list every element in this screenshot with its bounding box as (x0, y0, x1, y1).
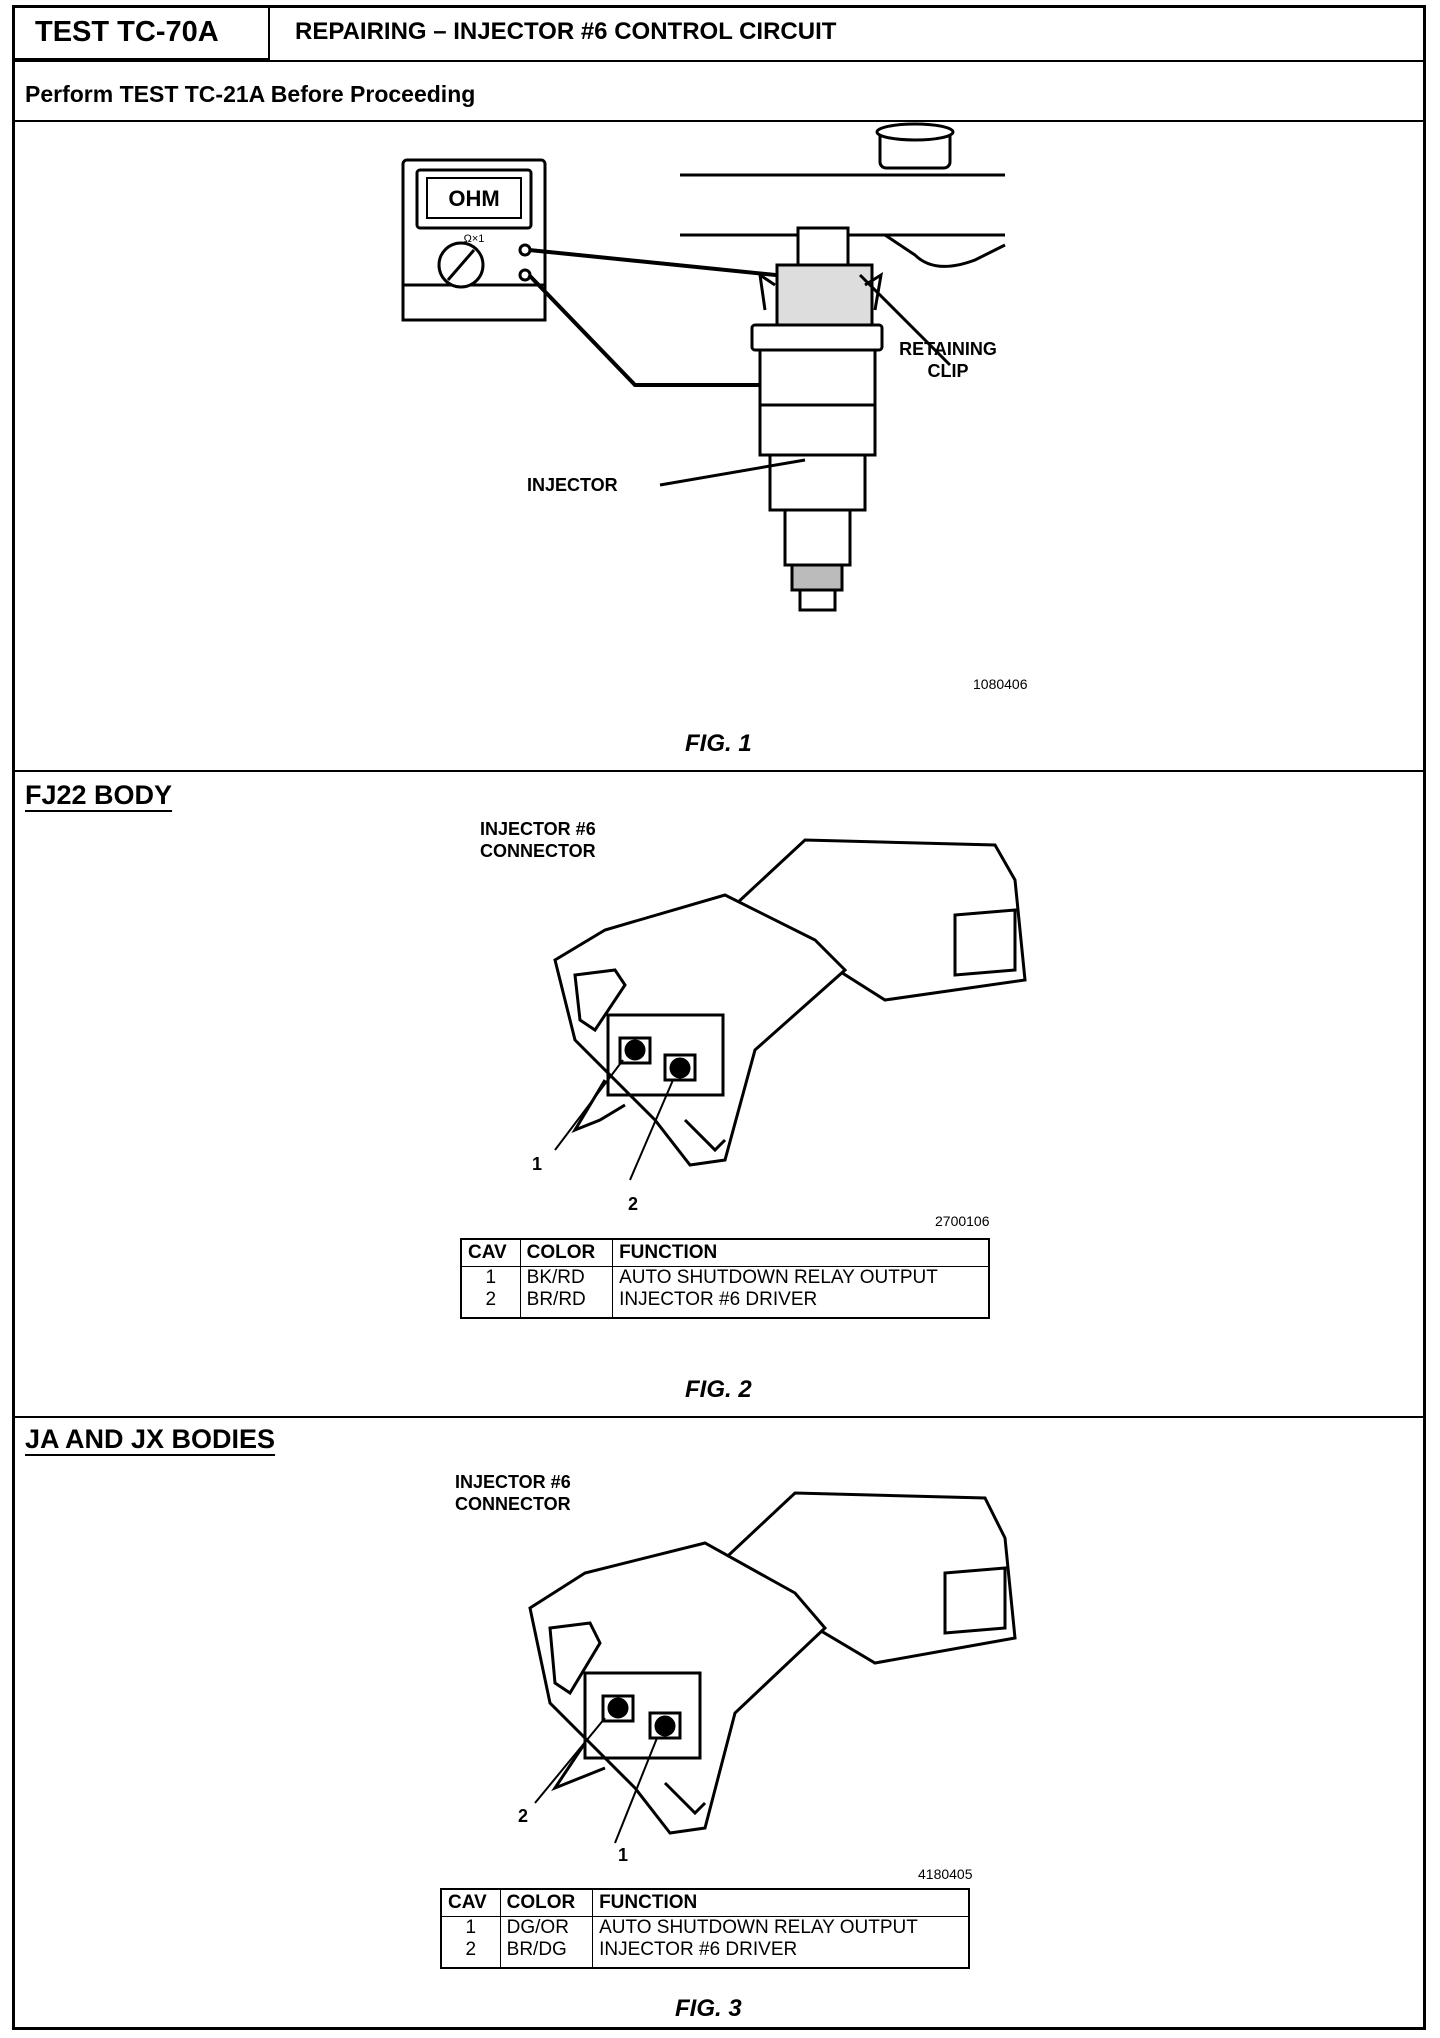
col-function: FUNCTION (612, 1238, 990, 1267)
cell-function: AUTO SHUTDOWN RELAY OUTPUT (612, 1266, 990, 1289)
fig2-pin-1 (624, 1039, 646, 1061)
page-frame: TEST TC-70A REPAIRING – INJECTOR #6 CONT… (12, 5, 1426, 2030)
table-header-row: CAV COLOR FUNCTION (460, 1238, 990, 1267)
fig2-pin-callout-a: 1 (532, 1154, 543, 1174)
fig3-section-title: JA AND JX BODIES (25, 1424, 276, 1454)
fig3-pin-callout-a: 2 (518, 1806, 529, 1826)
prerequisite-text: Perform TEST TC-21A Before Proceeding (25, 81, 476, 107)
table-row: 1 BK/RD AUTO SHUTDOWN RELAY OUTPUT (460, 1266, 990, 1289)
fig3-caption: FIG. 3 (675, 1995, 742, 2022)
fig3-pin-1-leader (614, 1737, 658, 1844)
table-row: 1 DG/OR AUTO SHUTDOWN RELAY OUTPUT (440, 1916, 970, 1939)
fig2-pinout-table: CAV COLOR FUNCTION 1 BK/RD AUTO SHUTDOWN… (460, 1238, 990, 1319)
table-row: 2 BR/DG INJECTOR #6 DRIVER (440, 1939, 970, 1968)
retaining-clip-label: RETAINING CLIP (899, 339, 997, 381)
fig1-image-code: 1080406 (973, 676, 1028, 692)
fig1-caption: FIG. 1 (685, 730, 752, 757)
fig2-section-title: FJ22 BODY (25, 780, 173, 810)
table-row: 2 BR/RD INJECTOR #6 DRIVER (460, 1289, 990, 1318)
header-divider (15, 60, 1423, 62)
fig3-pin-callout-b: 1 (618, 1845, 629, 1865)
cell-color: BR/RD (519, 1289, 614, 1318)
col-function: FUNCTION (592, 1888, 970, 1917)
fig1-section (15, 120, 1423, 772)
meter-display-text: OHM (448, 186, 499, 211)
retaining-clip-leader (858, 273, 952, 367)
fig3-pin-2 (607, 1697, 629, 1719)
fig3-connector-illustration (528, 1491, 1017, 1844)
fig2-section (15, 770, 1423, 1418)
injector-body (750, 226, 884, 612)
multimeter-icon (401, 158, 547, 322)
fig1-illustration: OHM Ω×1 (401, 122, 1006, 612)
cell-function: INJECTOR #6 DRIVER (612, 1289, 990, 1318)
page-title: REPAIRING – INJECTOR #6 CONTROL CIRCUIT (295, 18, 837, 45)
fig2-pin-callout-b: 2 (628, 1194, 639, 1214)
fuel-rail (680, 122, 1006, 268)
fig2-pin-2-leader (629, 1079, 674, 1181)
prerequisite-row (15, 8, 1423, 122)
fig2-image-code: 2700106 (935, 1213, 990, 1229)
fig2-pin-2 (669, 1057, 691, 1079)
col-cav: CAV (460, 1238, 521, 1267)
fig2-connector-label: INJECTOR #6 CONNECTOR (480, 819, 596, 861)
col-cav: CAV (440, 1888, 501, 1917)
col-color: COLOR (499, 1888, 594, 1917)
fig3-connector-label: INJECTOR #6 CONNECTOR (455, 1472, 571, 1514)
cell-color: DG/OR (499, 1916, 594, 1939)
cell-function: AUTO SHUTDOWN RELAY OUTPUT (592, 1916, 970, 1939)
fig2-connector-illustration (553, 838, 1027, 1181)
injector-label: INJECTOR (527, 475, 618, 495)
cell-cav: 1 (440, 1916, 501, 1939)
test-id: TEST TC-70A (15, 8, 270, 60)
fig2-pin-1-leader (554, 1059, 624, 1151)
fig3-image-code: 4180405 (918, 1866, 973, 1882)
col-color: COLOR (519, 1238, 614, 1267)
fig2-caption: FIG. 2 (685, 1376, 752, 1403)
cell-cav: 2 (440, 1939, 501, 1968)
table-header-row: CAV COLOR FUNCTION (440, 1888, 970, 1917)
cell-color: BR/DG (499, 1939, 594, 1968)
fig3-pinout-table: CAV COLOR FUNCTION 1 DG/OR AUTO SHUTDOWN… (440, 1888, 970, 1969)
cell-function: INJECTOR #6 DRIVER (592, 1939, 970, 1968)
cell-cav: 2 (460, 1289, 521, 1318)
cell-color: BK/RD (519, 1266, 614, 1289)
fig3-pin-2-leader (534, 1717, 606, 1804)
meter-range-text: Ω×1 (464, 233, 485, 245)
cell-cav: 1 (460, 1266, 521, 1289)
injector-leader (659, 458, 806, 487)
fig3-pin-1 (654, 1715, 676, 1737)
